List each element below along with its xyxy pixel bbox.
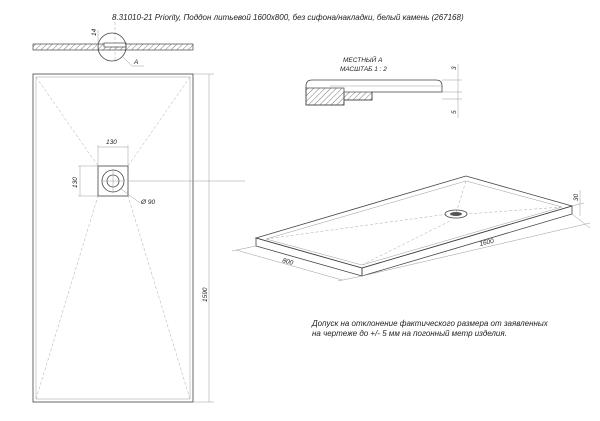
slope-line-1	[35, 76, 99, 167]
section-drain-slot	[103, 42, 127, 48]
iso-view: 800 1600 30	[231, 175, 591, 282]
tolerance-note: Допуск на отклонение фактического размер…	[312, 319, 548, 338]
iso-dim-length-ext-a	[571, 213, 591, 229]
iso-dim-width-line	[235, 249, 343, 281]
drain-dim-h-label: 130	[72, 177, 79, 188]
iso-slope-1	[455, 180, 467, 214]
iso-dim-width-label: 800	[281, 257, 294, 267]
slope-line-2	[127, 76, 191, 167]
drain-dim-w-label: 130	[106, 139, 117, 146]
detail-a-leader	[121, 55, 133, 67]
slope-line-4	[127, 195, 191, 400]
plan-dim-length-label: 1590	[202, 287, 209, 302]
iso-dim-width-ext-a	[231, 245, 257, 252]
iso-front-face	[255, 237, 363, 277]
detail-view: МЕСТНЫЙ А МАСШТАБ 1 : 2 3 5	[305, 55, 462, 118]
detail-hatch-left	[305, 87, 345, 106]
detail-a-circle	[97, 32, 127, 62]
iso-dim-length-line	[361, 222, 591, 277]
drawing-title: 8.31010-21 Priority, Поддон литьевой 160…	[112, 13, 464, 22]
iso-top-face	[254, 175, 574, 269]
section-thickness-label: 14	[91, 28, 98, 36]
slope-line-3	[35, 195, 99, 400]
tray-outline	[32, 73, 194, 403]
drain-diameter-label: Ø 90	[140, 199, 155, 206]
iso-dim-length-label: 1600	[479, 238, 495, 248]
detail-title-line2: МАСШТАБ 1 : 2	[340, 66, 387, 73]
iso-dim-height-ext-top	[571, 202, 585, 207]
plan-view: 130 130 Ø 90 1590	[32, 73, 245, 403]
detail-dim-top-label: 3	[451, 66, 458, 70]
drain-diameter-leader	[120, 188, 141, 204]
iso-dim-width-ext-b	[337, 275, 363, 282]
detail-hatch-mid	[343, 91, 373, 101]
detail-a-marker: A	[133, 59, 138, 66]
iso-drain-inner	[450, 212, 462, 216]
section-view: A 14	[32, 22, 194, 67]
iso-drain-outer	[444, 209, 468, 219]
iso-dim-height-label: 30	[573, 193, 580, 201]
detail-dim-bottom-label: 5	[451, 110, 458, 114]
iso-slope-4	[361, 219, 453, 266]
iso-slope-3	[465, 206, 563, 215]
tray-inner-outline	[35, 76, 191, 400]
iso-right-face	[361, 205, 573, 277]
detail-title-line1: МЕСТНЫЙ А	[343, 55, 382, 64]
iso-slope-2	[265, 213, 449, 240]
